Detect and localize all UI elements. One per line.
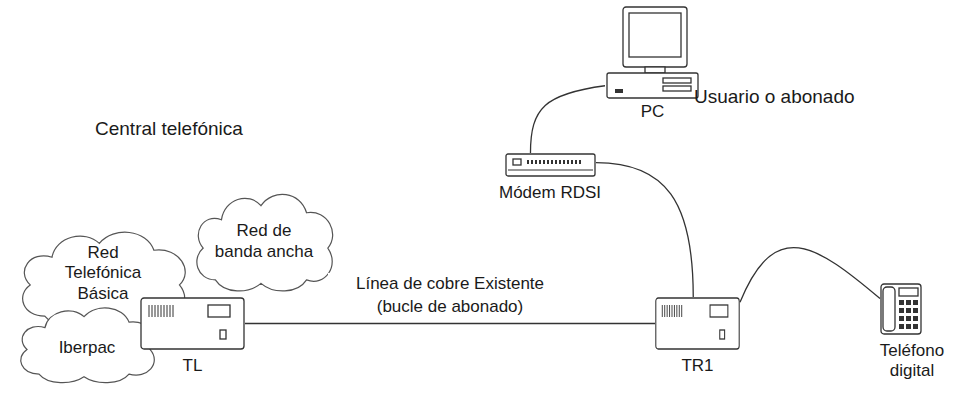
box-icon (140, 297, 245, 350)
phone-icon (880, 283, 922, 335)
box-icon (655, 297, 740, 350)
cable (740, 248, 880, 303)
device: Teléfono digital (868, 283, 956, 382)
device-label: Teléfono digital (868, 341, 956, 382)
line-label: Línea de cobre Existente (bucle de abona… (328, 273, 572, 319)
modem-icon (505, 153, 596, 177)
network-cloud: Red de banda ancha (188, 188, 340, 294)
network-cloud: Iberpac (12, 303, 162, 385)
area-label: Usuario o abonado (694, 86, 855, 108)
network-name: Red Telefónica Básica (48, 243, 158, 304)
cable (596, 163, 693, 297)
network-name: Iberpac (37, 338, 137, 358)
cable (530, 86, 605, 153)
device-label: TL (140, 356, 245, 376)
device: TR1 (655, 297, 740, 376)
network-name: Red de banda ancha (213, 221, 315, 262)
device-label: PC (605, 102, 700, 122)
device: TL (140, 297, 245, 376)
device: PC (605, 5, 700, 122)
cloud-outline (188, 188, 340, 294)
device: Módem RDSI (480, 153, 620, 203)
area-label: Central telefónica (95, 118, 243, 140)
device-label: TR1 (655, 356, 740, 376)
device-label: Módem RDSI (480, 183, 620, 203)
pc-icon (605, 5, 700, 100)
cable (245, 323, 655, 324)
